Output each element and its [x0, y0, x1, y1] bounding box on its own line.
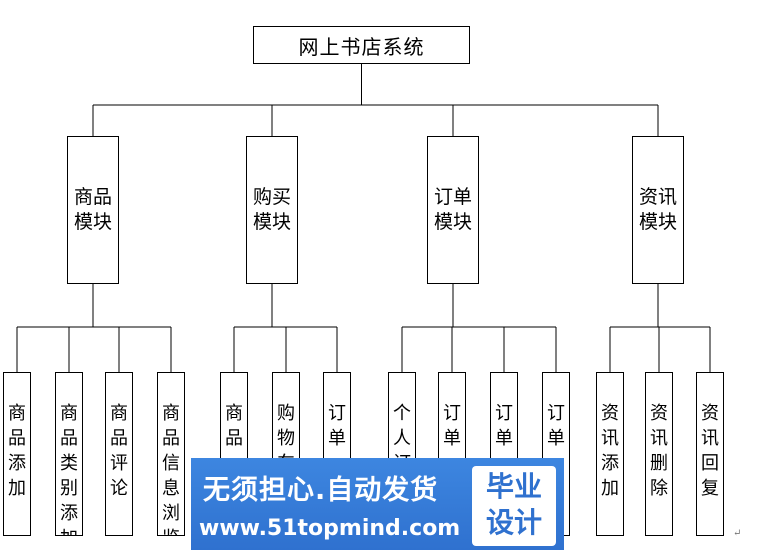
watermark-badge: 毕业 设计	[472, 466, 556, 546]
paragraph-return-mark: ↵	[733, 528, 742, 539]
root-node: 网上书店系统	[253, 26, 470, 64]
leaf-node: 商品评论	[105, 372, 133, 536]
watermark-slogan: 无须担心.自动发货	[203, 475, 439, 506]
leaf-label: 商品	[225, 403, 243, 449]
leaf-label: 商品信息浏览	[162, 403, 180, 535]
leaf-label: 商品评论	[110, 403, 128, 499]
module-label: 购买模块	[252, 186, 291, 233]
leaf-label: 订单	[443, 403, 461, 449]
module-label: 资讯模块	[638, 186, 677, 233]
leaf-label: 商品类别添加	[60, 403, 78, 535]
leaf-node: 商品类别添加	[55, 372, 83, 536]
module-node-news: 资讯模块	[632, 136, 684, 284]
badge-line: 毕业	[485, 470, 542, 503]
leaf-node: 商品添加	[3, 372, 31, 536]
watermark-url: www.51topmind.com	[199, 516, 461, 541]
module-node-purchase: 购买模块	[246, 136, 298, 284]
leaf-label: 商品添加	[8, 403, 26, 499]
leaf-node: 资讯删除	[645, 372, 673, 536]
leaf-label: 资讯添加	[601, 403, 619, 499]
leaf-node: 资讯添加	[596, 372, 624, 536]
root-label: 网上书店系统	[298, 34, 425, 59]
module-label: 商品模块	[73, 186, 112, 233]
leaf-label: 资讯删除	[650, 403, 668, 499]
watermark-banner: 无须担心.自动发货 www.51topmind.com 毕业 设计	[191, 458, 564, 550]
leaf-label: 订单	[547, 403, 565, 449]
module-label: 订单模块	[433, 186, 472, 233]
leaf-label: 订单	[495, 403, 513, 449]
leaf-node: 资讯回复	[696, 372, 724, 536]
module-node-order: 订单模块	[427, 136, 479, 284]
leaf-label: 资讯回复	[701, 403, 719, 499]
badge-line: 设计	[485, 506, 542, 539]
leaf-node: 商品信息浏览	[157, 372, 185, 536]
leaf-label: 订单	[328, 403, 346, 449]
module-node-goods: 商品模块	[67, 136, 119, 284]
